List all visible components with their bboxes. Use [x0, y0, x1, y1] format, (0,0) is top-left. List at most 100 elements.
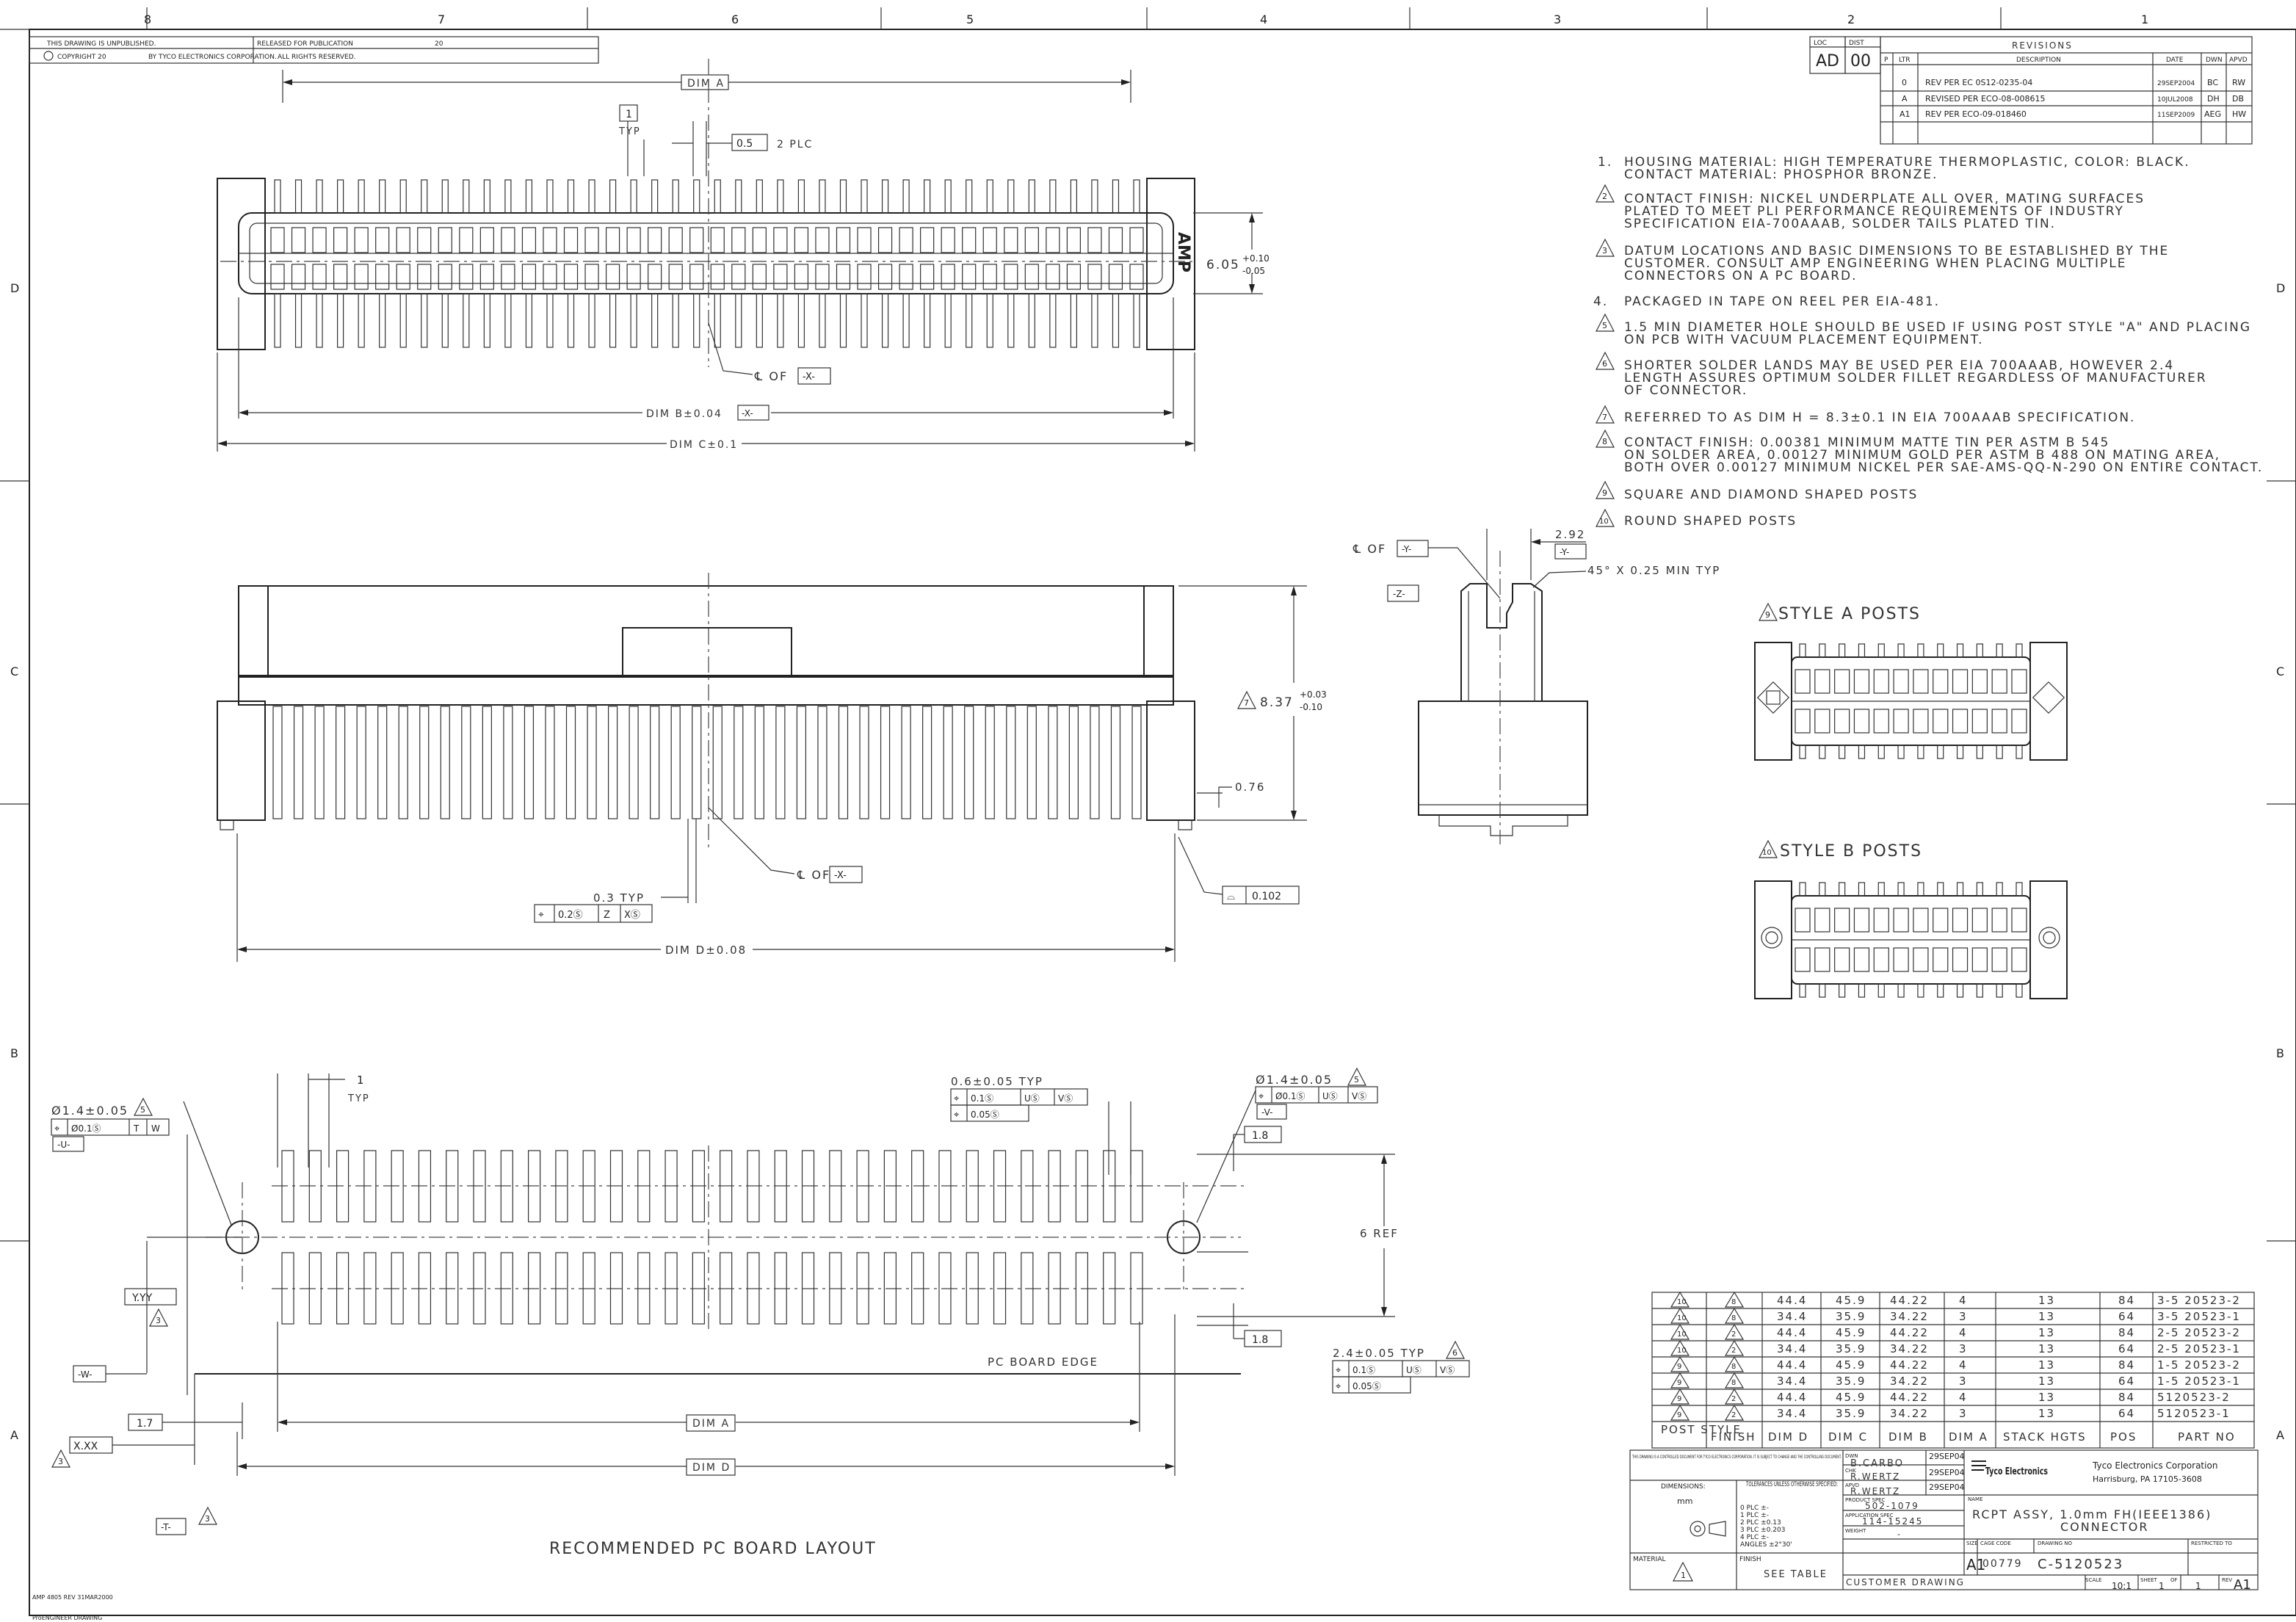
contact-body	[1004, 227, 1018, 253]
position-symbol-icon: ⌖	[538, 909, 544, 921]
contact-tail	[1133, 179, 1140, 214]
profile-tolerance: 0.102	[1252, 891, 1281, 902]
contact-tail	[294, 293, 303, 348]
contact-body	[668, 227, 683, 253]
contact-tail	[924, 293, 931, 348]
contact-tail	[1819, 983, 1826, 998]
zone-column-labels: 8 7 6 5 4 3 2 1	[144, 12, 2148, 26]
pc-board-layout: Ø1.4±0.05 5 ⌖ Ø0.1Ⓢ T W -U- 1 TYP 0.6±0.…	[51, 1067, 1470, 1558]
contact-body	[710, 227, 725, 253]
fcf-tolerance: Ø0.1Ⓢ	[1275, 1091, 1305, 1101]
contact-tail	[797, 179, 805, 214]
pad-length-dim: 2.4±0.05 TYP	[1333, 1347, 1425, 1360]
hdr-dim-d: DIM D	[1768, 1430, 1808, 1444]
finish-flag	[1724, 1355, 1745, 1372]
contact-tail	[274, 293, 281, 348]
top-dim-a-label: DIM A	[687, 78, 725, 90]
post-style-flag	[1670, 1307, 1690, 1324]
front-height-value: 8.37	[1260, 695, 1294, 710]
application-spec-label: APPLICATION SPEC	[1845, 1513, 1894, 1518]
contact-tail	[985, 706, 995, 819]
contact-tail	[503, 706, 513, 819]
contact-body	[1814, 908, 1830, 933]
table-cell-a: 3	[1959, 1310, 1968, 1323]
style-a-note-flag	[1759, 602, 1778, 621]
solder-pad	[336, 1150, 350, 1223]
solder-pad	[829, 1252, 842, 1325]
drawing-no-label: DRAWING NO	[2038, 1540, 2072, 1546]
dim-c-label: DIM C±0.1	[670, 439, 738, 451]
front-cl-of: ℄ OF	[797, 868, 830, 882]
zone-row-a-left: A	[10, 1428, 18, 1442]
contact-body	[1893, 709, 1909, 734]
dim-18-top: 1.8	[1252, 1130, 1268, 1142]
solder-pad	[1048, 1252, 1061, 1325]
contact-tail	[1858, 983, 1866, 998]
contact-tail	[398, 706, 408, 819]
solder-pad	[801, 1252, 815, 1325]
rev-value: A1	[2234, 1577, 2251, 1593]
contact-body	[710, 264, 725, 290]
contact-tail	[1976, 745, 1983, 759]
side-view: ℄ OF -Y- -Z- 2.92 -Y- 45° X 0.25 MIN TYP	[1352, 528, 1719, 844]
contact-tail	[525, 293, 533, 348]
table-cell-a: 4	[1959, 1391, 1968, 1404]
contact-tail	[1091, 179, 1098, 214]
dist-label: DIST	[1849, 40, 1864, 47]
contact-tail	[1819, 643, 1826, 658]
contact-tail	[1917, 745, 1924, 759]
contact-body	[1066, 264, 1081, 290]
contact-tail	[1028, 293, 1035, 348]
contact-body	[857, 227, 872, 253]
table-cell-a: 3	[1959, 1375, 1968, 1388]
contact-tail	[880, 706, 891, 819]
contact-body	[1952, 908, 1969, 933]
contact-body	[1046, 264, 1060, 290]
contact-tail	[1956, 745, 1964, 759]
contact-tail	[399, 293, 407, 348]
contact-body	[1952, 669, 1969, 694]
left-hole-note-flag	[134, 1097, 153, 1116]
pad-length-note-flag	[1446, 1340, 1465, 1359]
company-name: Tyco Electronics Corporation	[2092, 1460, 2217, 1471]
contact-tail	[1976, 983, 1983, 998]
contact-tail	[756, 179, 763, 214]
contact-body	[731, 227, 746, 253]
typ-box-value: 1	[626, 109, 632, 120]
fcf-datum: UⓈ	[1406, 1365, 1422, 1375]
contact-tail	[2016, 745, 2023, 759]
contact-body	[375, 264, 390, 290]
v-datum: -V-	[1261, 1107, 1272, 1118]
contact-tail	[316, 179, 323, 214]
style-b-posts: 10 STYLE B POSTS	[1754, 839, 2068, 999]
contact-tail	[337, 293, 344, 348]
dwn-label: DWN	[1845, 1453, 1858, 1459]
note-5: 5 1.5 MIN DIAMETER HOLE SHOULD BE USED I…	[1596, 313, 2250, 347]
table-cell-pos: 84	[2118, 1326, 2135, 1339]
contact-tail	[419, 706, 430, 819]
fcf-datum: Z	[604, 910, 610, 921]
style-a-contact-pins	[1795, 643, 2027, 759]
note-4: 4. PACKAGED IN TAPE ON REEL PER EIA-481.	[1593, 294, 1938, 309]
table-cell-pos: 84	[2118, 1294, 2135, 1307]
contact-body	[438, 227, 452, 253]
contact-tail	[483, 293, 490, 348]
plc-label: 2 PLC	[777, 139, 813, 151]
table-cell-pos: 64	[2118, 1342, 2135, 1355]
material-note-ref: 1	[1681, 1571, 1686, 1580]
solder-pad	[391, 1150, 404, 1223]
contact-body	[270, 264, 285, 290]
side-dim-292: 2.92	[1555, 528, 1585, 541]
post-style-flag	[1670, 1355, 1690, 1372]
solder-pad	[966, 1150, 979, 1223]
contact-tail	[819, 179, 826, 214]
front-dim-076: 0.76	[1235, 781, 1265, 794]
tolerances-label: TOLERANCES UNLESS OTHERWISE SPECIFIED:	[1745, 1481, 1838, 1488]
hdr-post-style: POST STYLE	[1661, 1423, 1742, 1436]
zone-row-c-left: C	[10, 665, 18, 678]
solder-pad	[1130, 1252, 1143, 1325]
profile-symbol-icon: ⌓	[1227, 891, 1235, 902]
contact-tail	[797, 293, 805, 348]
contact-tail	[421, 293, 428, 348]
note-line: SQUARE AND DIAMOND SHAPED POSTS	[1624, 488, 1918, 502]
